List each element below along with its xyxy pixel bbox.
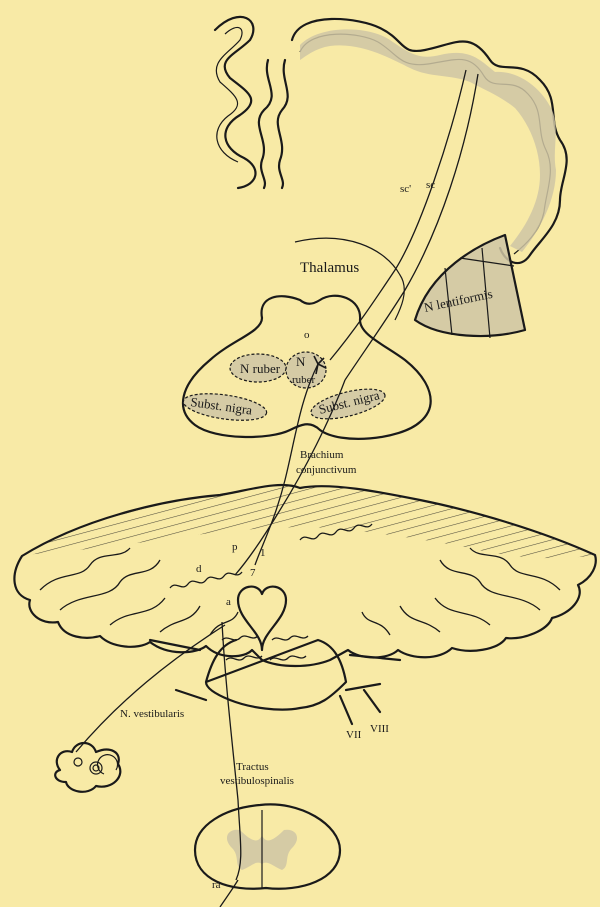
cerebellum-lobules-right	[362, 548, 560, 635]
thalamus-label: Thalamus	[300, 260, 359, 276]
cortex-right-sulci	[300, 29, 556, 252]
p-label: p	[232, 541, 238, 553]
cerebral-cortex	[215, 17, 567, 263]
cerebellum-lobules-left	[40, 548, 238, 635]
n-ruber-right-n-label: N	[296, 354, 306, 369]
vii-label: VII	[346, 729, 362, 741]
vestibulospinalis-label: vestibulospinalis	[220, 775, 294, 787]
cortex-left-gyri-inner	[216, 27, 242, 162]
seven-label: 7	[250, 567, 256, 579]
thalamus-arc	[295, 238, 404, 320]
brachium-label: Brachium	[300, 449, 344, 461]
n-vestibularis-label: N. vestibularis	[120, 708, 184, 720]
o-label: o	[304, 329, 310, 341]
cerebellum-folia-band	[22, 485, 595, 558]
fourth-ventricle	[238, 587, 286, 650]
dentate-nucleus-left	[170, 572, 242, 588]
vestibular-labyrinth	[55, 743, 120, 792]
cortex-left-gyri	[215, 17, 255, 188]
midbrain-section: o N ruber N ruber Subst. nigra Subst. ni…	[182, 296, 431, 439]
cortex-midline-left	[259, 60, 272, 188]
viii-label: VIII	[370, 723, 389, 735]
cortex-midline-right	[278, 60, 288, 188]
n-ruber-left-label: N ruber	[240, 361, 281, 376]
sc-prime-label: sc'	[400, 183, 411, 195]
vestibular-nerve-fiber	[76, 625, 225, 752]
labyrinth-outline	[55, 743, 120, 792]
medulla-outline	[206, 640, 346, 710]
d-label: d	[196, 563, 202, 575]
cerebellum: VII VIII p d a 1 7	[14, 485, 595, 741]
spinal-cord-section	[195, 804, 340, 888]
ra-label: ra	[212, 879, 221, 891]
n-lentiformis: N lentiformis	[415, 235, 525, 338]
tractus-label: Tractus	[236, 761, 269, 773]
sc-label: sc	[426, 179, 435, 191]
a-label: a	[226, 596, 231, 608]
